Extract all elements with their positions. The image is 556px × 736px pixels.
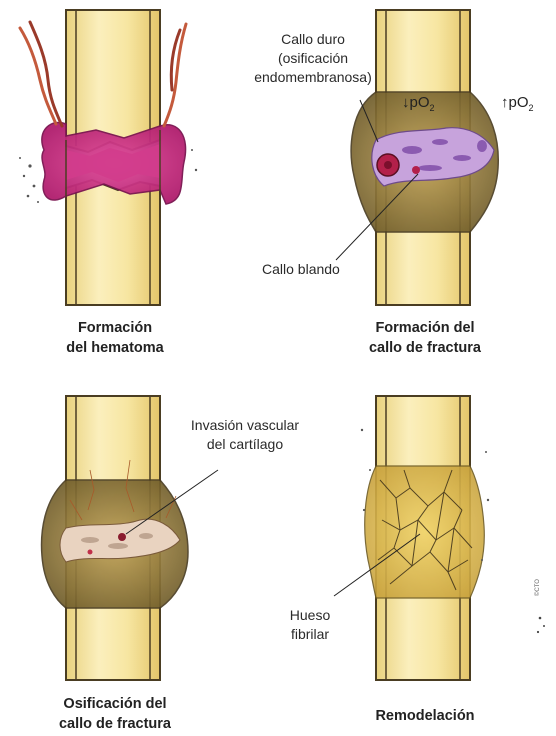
caption-panel-4: Remodelación [335, 706, 515, 726]
caption-panel-4-line1: Remodelación [335, 706, 515, 726]
po2-low-text: pO [410, 94, 430, 111]
caption-panel-3: Osificación del callo de fractura [20, 694, 210, 734]
lower-bone-fragment [66, 180, 160, 305]
label-hueso-fibrilar: Hueso fibrilar [281, 606, 339, 644]
up-arrow-icon: ↑ [501, 94, 509, 111]
caption-panel-3-line1: Osificación del [20, 694, 210, 714]
caption-panel-2-line1: Formación del [335, 318, 515, 338]
caption-panel-1-line2: del hematoma [30, 338, 200, 358]
remodeling-callus [365, 466, 485, 598]
label-callo-duro: Callo duro (osificación endomembranosa) [248, 30, 378, 87]
copyright-credit: ©CTO [535, 579, 541, 596]
label-invasion-line1: Invasión vascular [180, 416, 310, 435]
torn-vessels-right [164, 24, 186, 126]
label-invasion-vascular: Invasión vascular del cartílago [180, 416, 310, 454]
po2-low-label: ↓pO2 [402, 94, 435, 113]
down-arrow-icon: ↓ [402, 94, 410, 111]
caption-panel-1: Formación del hematoma [30, 318, 200, 358]
label-invasion-line2: del cartílago [180, 435, 310, 454]
label-callo-duro-line2: (osificación [248, 49, 378, 68]
label-callo-blando: Callo blando [262, 260, 340, 279]
label-hueso-line2: fibrilar [281, 625, 339, 644]
po2-high-label: ↑pO2 [501, 94, 534, 113]
torn-vessels-left [20, 22, 62, 126]
caption-panel-1-line1: Formación [30, 318, 200, 338]
panel-remodeling [334, 396, 489, 680]
caption-panel-2-line2: callo de fractura [335, 338, 515, 358]
po2-high-text: pO [509, 94, 529, 111]
label-callo-duro-line3: endomembranosa) [248, 68, 378, 87]
caption-panel-2: Formación del callo de fractura [335, 318, 515, 358]
po2-low-sub: 2 [430, 103, 435, 113]
label-hueso-line1: Hueso [281, 606, 339, 625]
po2-high-sub: 2 [529, 103, 534, 113]
label-callo-duro-line1: Callo duro [248, 30, 378, 49]
panel-hematoma [19, 10, 197, 305]
caption-panel-3-line2: callo de fractura [20, 714, 210, 734]
